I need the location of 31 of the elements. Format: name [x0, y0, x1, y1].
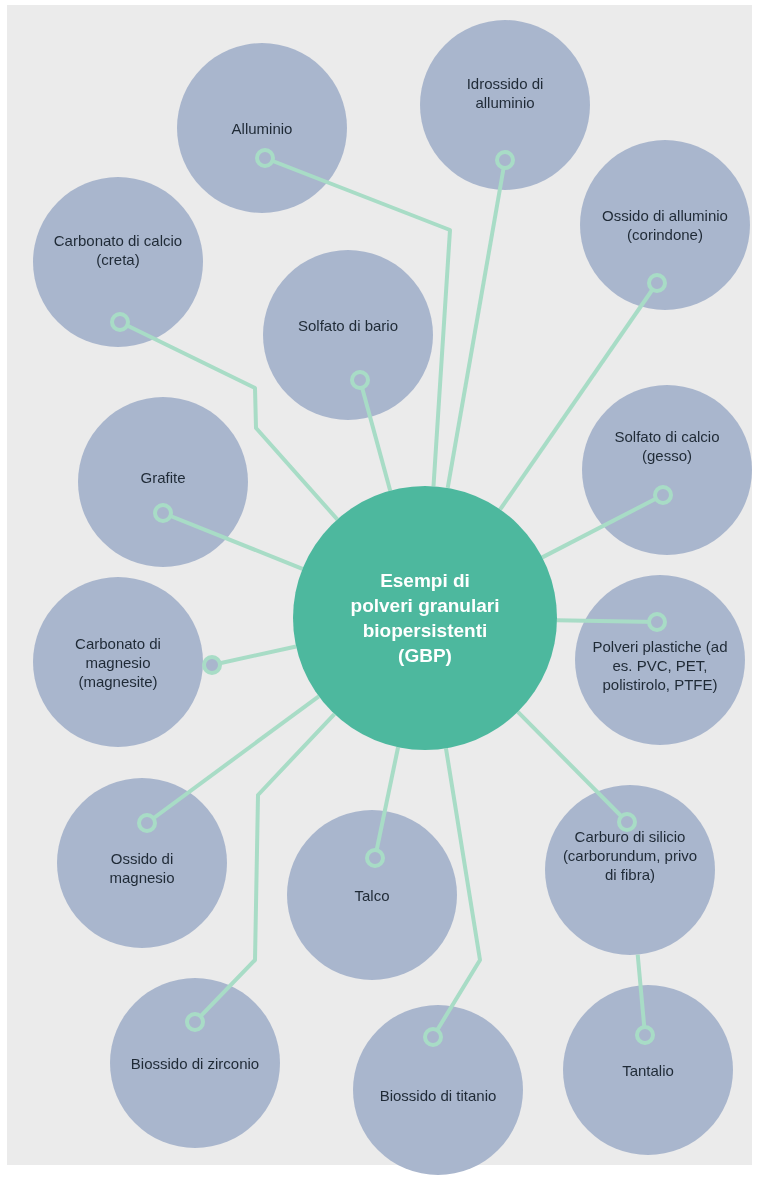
- topic-label: Carbonato di calcio (creta): [52, 231, 184, 269]
- topic-label: Alluminio: [230, 118, 294, 138]
- connector-line: [110, 312, 339, 521]
- topic-label: Grafite: [139, 467, 187, 487]
- topic-label: Solfato di calcio (gesso): [613, 427, 721, 465]
- topic-label: Ossido di magnesio: [108, 849, 176, 887]
- connector-line: [202, 644, 297, 675]
- topic-label: Carbonato di magnesio (magnesite): [74, 633, 162, 691]
- connector-line: [498, 273, 667, 511]
- connector-line: [445, 150, 515, 489]
- connector-line: [423, 748, 482, 1047]
- connector-line: [255, 148, 452, 487]
- connector-line: [516, 710, 637, 832]
- topic-label: Ossido di alluminio (corindone): [601, 206, 729, 244]
- topic-label: Tantalio: [621, 1060, 675, 1080]
- topic-label: Biossido di zirconio: [130, 1053, 260, 1073]
- connector-line: [137, 694, 320, 833]
- topic-label: Idrossido di alluminio: [465, 74, 545, 112]
- topic-label: Esempi di polveri granulari biopersistenti (GBP): [350, 569, 500, 668]
- connector-line: [556, 612, 667, 632]
- topic-label: Carburo di silicio (carborundum, privo di fibra): [561, 826, 699, 884]
- topic-label: Solfato di bario: [296, 315, 400, 335]
- topic-label: Biossido di titanio: [378, 1085, 498, 1105]
- topic-label: Polveri plastiche (ad es. PVC, PET, polistirolo, PTFE): [591, 636, 729, 694]
- connector-line: [365, 746, 401, 868]
- connector-line: [541, 485, 673, 560]
- connector-line: [635, 954, 655, 1045]
- connector-line: [153, 503, 304, 571]
- connector-line: [350, 370, 393, 492]
- topic-label: Talco: [353, 885, 391, 905]
- connector-line: [185, 712, 336, 1032]
